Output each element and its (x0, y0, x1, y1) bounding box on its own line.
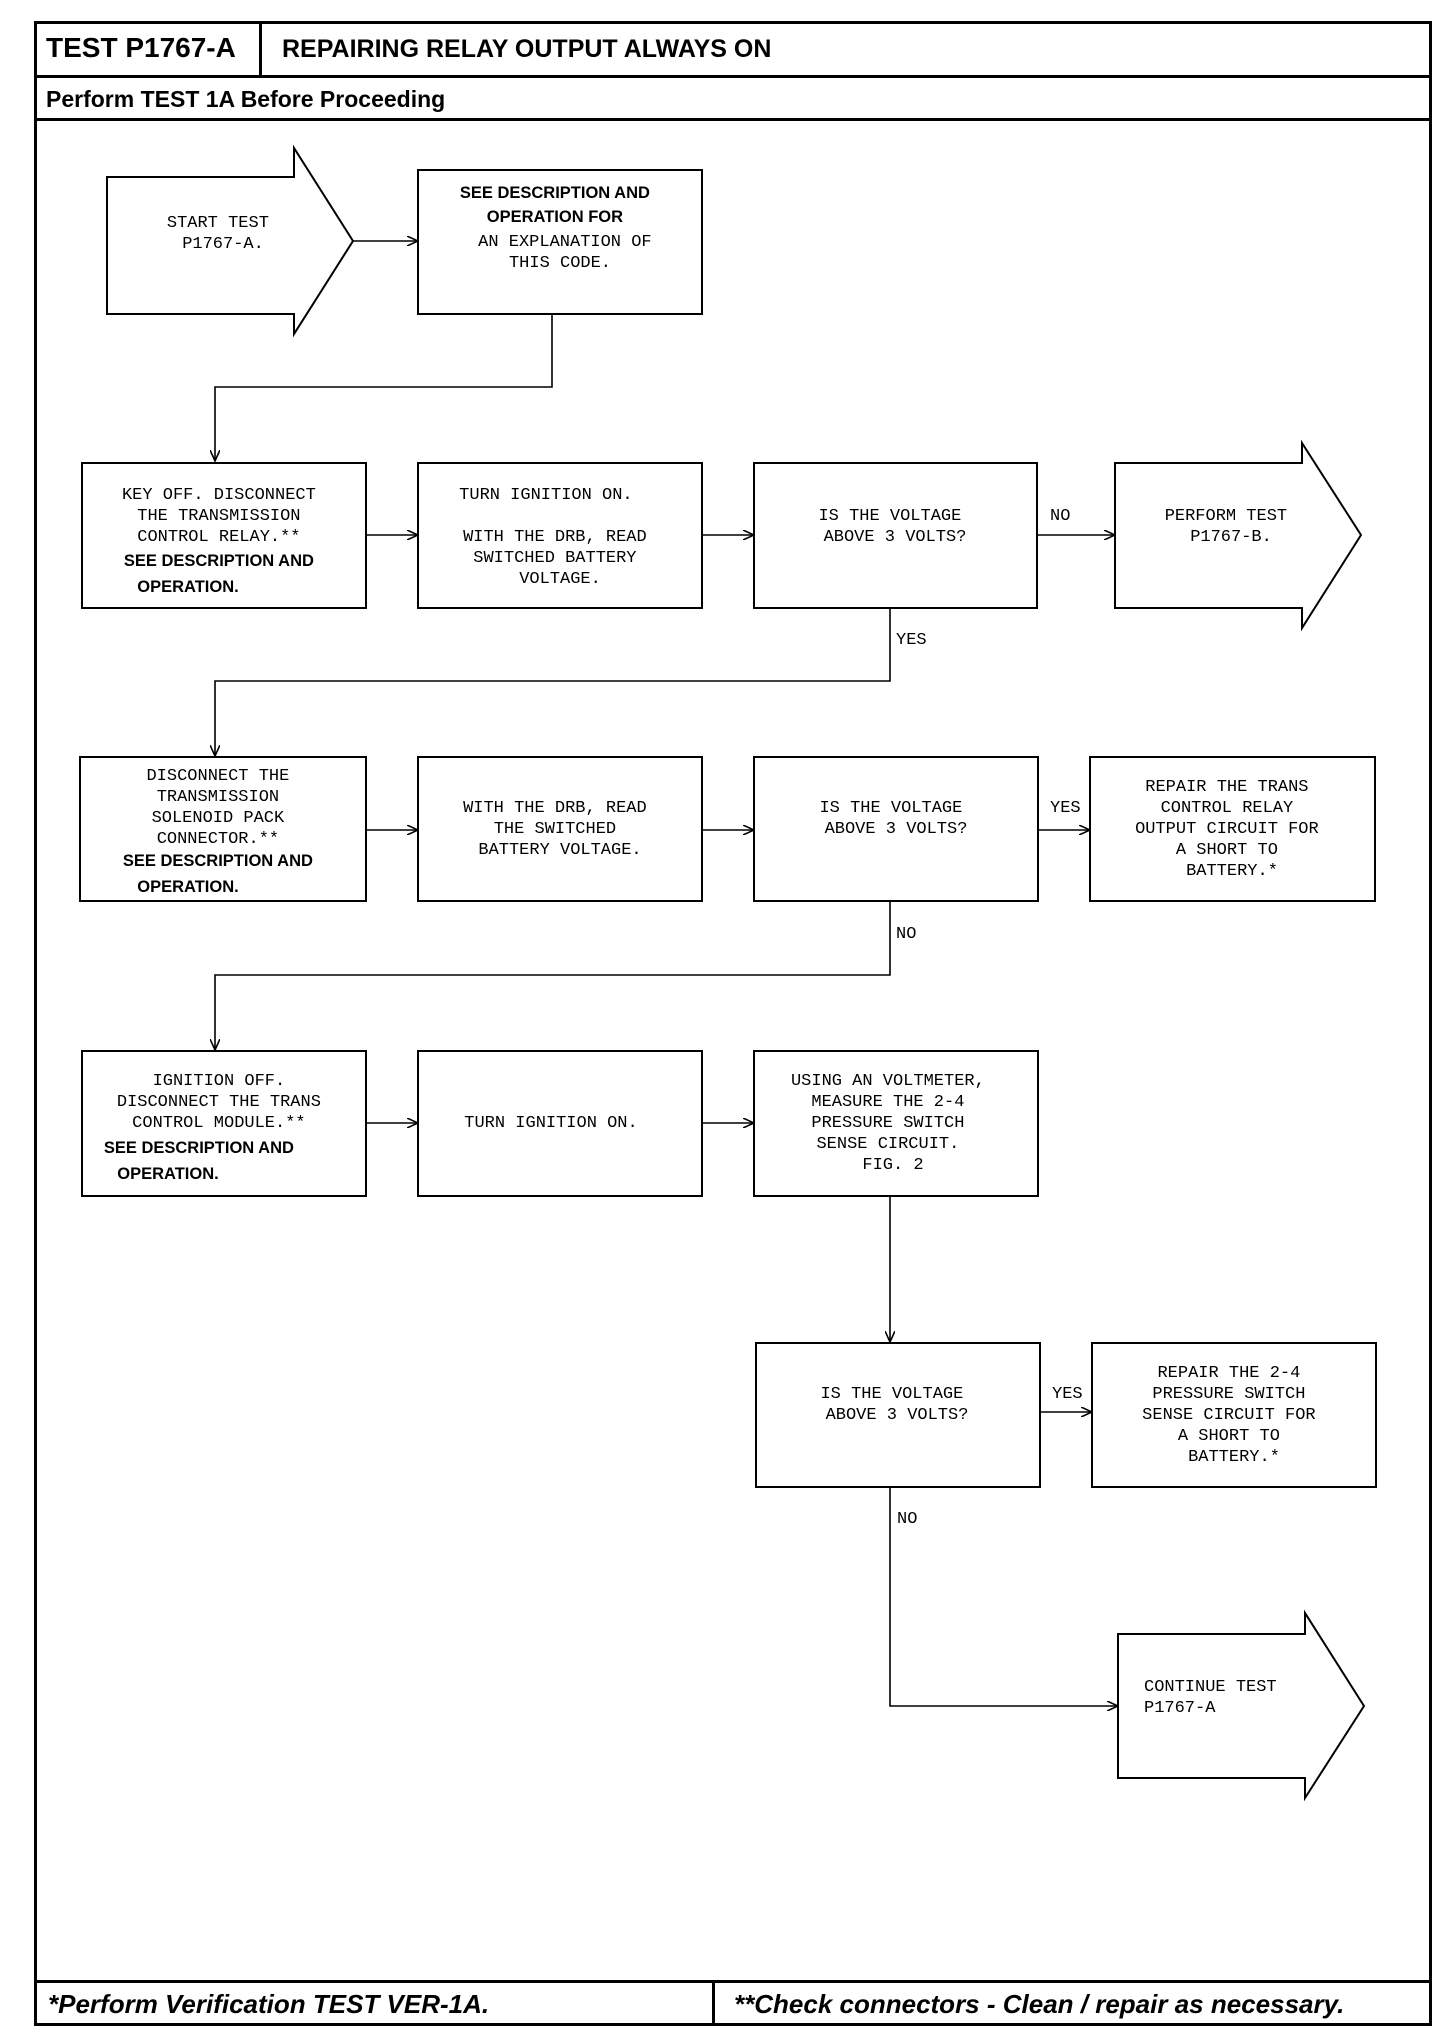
read-battery-voltage-text: WITH THE DRB, READ THE SWITCHED BATTERY … (463, 799, 657, 860)
branch-label-yes-3: YES (1052, 1385, 1083, 1404)
branch-label-no-1: NO (1050, 507, 1070, 526)
voltage-question-1 (753, 462, 1038, 609)
voltage-question-1-text: IS THE VOLTAGE ABOVE 3 VOLTS? (818, 507, 971, 547)
voltage-question-3 (755, 1342, 1041, 1488)
turn-ignition-on-text: TURN IGNITION ON. WITH THE DRB, READ SWI… (459, 486, 657, 589)
turn-ignition-on-box-2 (417, 1050, 703, 1197)
branch-label-no-3: NO (897, 1510, 917, 1529)
repair-pressure-switch-text: REPAIR THE 2-4 PRESSURE SWITCH SENSE CIR… (1142, 1364, 1326, 1467)
ignition-off-text: IGNITION OFF. DISCONNECT THE TRANS CONTR… (104, 1072, 331, 1183)
footer-note-verification: *Perform Verification TEST VER-1A. (34, 1983, 715, 2026)
disconnect-solenoid-text: DISCONNECT THE TRANSMISSION SOLENOID PAC… (123, 767, 323, 896)
branch-label-yes-1: YES (896, 631, 927, 650)
page-subtitle: Perform TEST 1A Before Proceeding (34, 78, 1432, 121)
ignition-off-box (81, 1050, 367, 1197)
see-description-box (417, 169, 703, 315)
repair-relay-output-box (1089, 756, 1376, 902)
see-description-text: SEE DESCRIPTION AND OPERATION FOR AN EXP… (460, 184, 662, 273)
voltmeter-measure-text: USING AN VOLTMETER, MEASURE THE 2-4 PRES… (791, 1072, 995, 1175)
key-off-box (81, 462, 367, 609)
voltage-question-3-text: IS THE VOLTAGE ABOVE 3 VOLTS? (820, 1385, 973, 1425)
branch-label-yes-2: YES (1050, 799, 1081, 818)
continue-test-text: CONTINUE TEST P1767-A (1144, 1678, 1287, 1718)
page-frame (34, 21, 1432, 2026)
repair-relay-output-text: REPAIR THE TRANS CONTROL RELAY OUTPUT CI… (1135, 778, 1329, 881)
voltage-question-2-text: IS THE VOLTAGE ABOVE 3 VOLTS? (819, 799, 972, 839)
start-test-text: START TEST P1767-A. (167, 214, 279, 254)
repair-pressure-switch-box (1091, 1342, 1377, 1488)
footer-note-connectors: **Check connectors - Clean / repair as n… (734, 1989, 1345, 2019)
connectors (215, 241, 1118, 1706)
page-title: REPAIRING RELAY OUTPUT ALWAYS ON (282, 35, 772, 63)
perform-test-b-arrow (1114, 439, 1363, 632)
read-battery-voltage-box (417, 756, 703, 902)
header-bar: TEST P1767-A REPAIRING RELAY OUTPUT ALWA… (34, 21, 1432, 78)
key-off-text: KEY OFF. DISCONNECT THE TRANSMISSION CON… (122, 486, 326, 596)
continue-test-arrow (1117, 1609, 1366, 1802)
footer-bar: *Perform Verification TEST VER-1A. **Che… (34, 1980, 1432, 2026)
test-code: TEST P1767-A (34, 21, 262, 75)
perform-test-b-text: PERFORM TEST P1767-B. (1165, 507, 1298, 547)
turn-ignition-on-2-text: TURN IGNITION ON. (464, 1114, 637, 1133)
voltmeter-measure-box (753, 1050, 1039, 1197)
branch-label-no-2: NO (896, 925, 916, 944)
disconnect-solenoid-box (79, 756, 367, 902)
voltage-question-2 (753, 756, 1039, 902)
start-test-arrow (106, 144, 355, 338)
turn-ignition-on-box (417, 462, 703, 609)
